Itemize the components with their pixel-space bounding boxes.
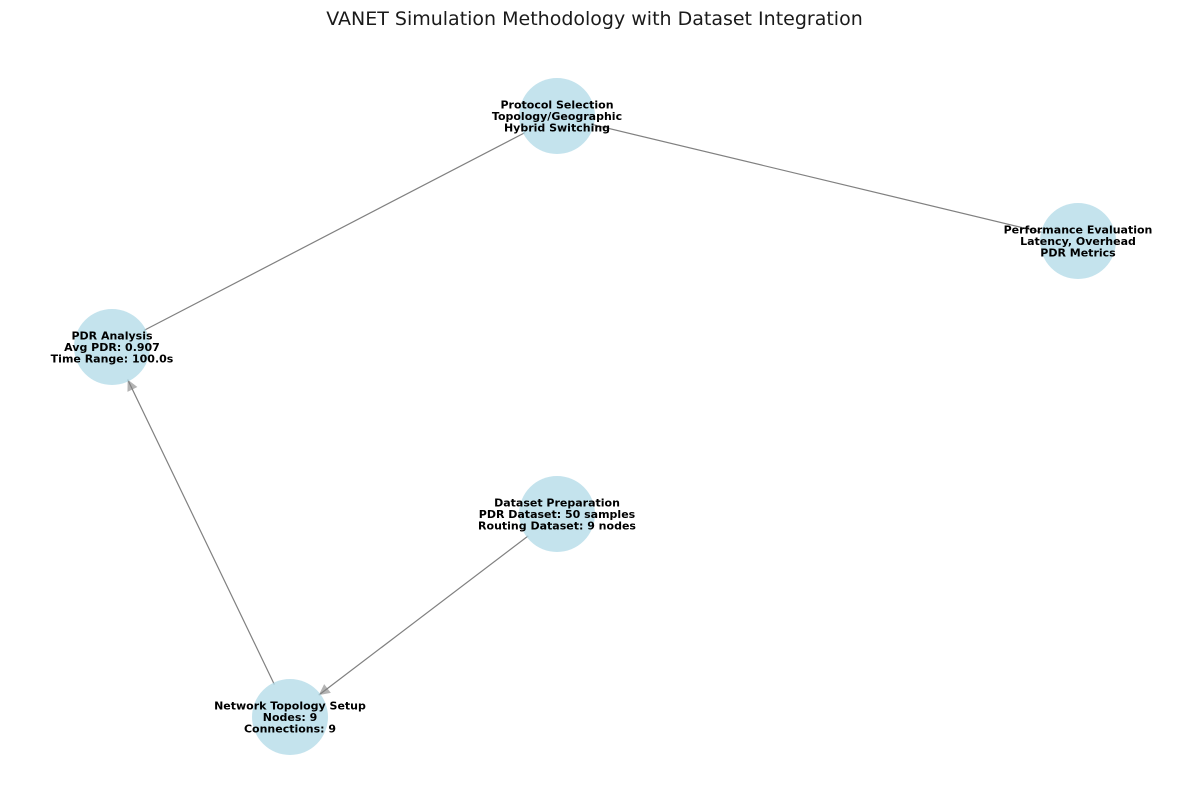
edge-dataset-preparation-to-network-topology-setup [318,535,529,696]
edge-line [143,132,526,331]
node-circle [1040,203,1116,279]
node-circle [74,309,150,385]
edge-line [591,123,1044,234]
diagram-title: VANET Simulation Methodology with Datase… [326,8,863,30]
node-label-line: Routing Dataset: 9 nodes [478,520,636,533]
edge-protocol-selection-to-performance-evaluation [591,123,1044,234]
node-label-line: Connections: 9 [244,723,336,736]
node-label-line: Hybrid Switching [504,122,610,135]
node-label-line: Dataset Preparation [494,497,620,510]
arrow-head-icon [318,684,331,696]
node-label-line: Performance Evaluation [1004,224,1153,237]
arrow-head-icon [127,379,138,392]
edge-network-topology-setup-to-pdr-analysis [127,379,275,685]
node-label-line: Network Topology Setup [214,700,366,713]
node-circle [519,78,595,154]
edge-line [127,379,275,685]
edge-line [318,535,529,696]
node-label-line: Latency, Overhead [1020,235,1136,248]
node-circle [519,476,595,552]
node-label-line: Protocol Selection [500,99,613,112]
edges-layer [127,123,1044,696]
node-circle [252,679,328,755]
node-label-line: PDR Dataset: 50 samples [479,508,636,521]
node-label-line: PDR Metrics [1040,247,1116,260]
node-label-line: Time Range: 100.0s [51,353,174,366]
node-label-line: PDR Analysis [71,330,153,343]
edge-pdr-analysis-to-protocol-selection [143,132,526,331]
node-label-line: Topology/Geographic [492,110,622,123]
node-protocol-selection: Protocol SelectionTopology/GeographicHyb… [492,78,622,154]
node-label-line: Avg PDR: 0.907 [64,341,160,354]
node-label-line: Nodes: 9 [263,711,318,724]
